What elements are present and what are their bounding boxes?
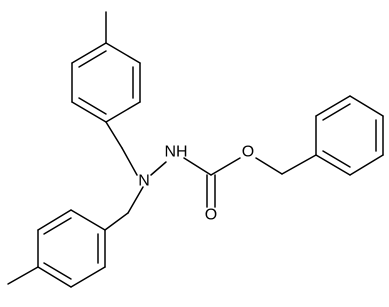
bond-upper-ch2-n <box>121 147 138 176</box>
bond-carbonyl-c-o <box>210 157 241 176</box>
bond-ch2-phenyl <box>281 154 317 175</box>
lower-tolyl-ring <box>37 209 106 288</box>
phenyl-ring <box>315 95 384 176</box>
upper-tolyl-ring <box>71 42 141 123</box>
atom-label-o-ester: O <box>242 144 254 161</box>
atom-label-o-carbonyl: O <box>205 207 217 224</box>
bond-lines <box>7 11 384 288</box>
atom-label-n: N <box>138 173 150 190</box>
bond-n-nh <box>150 161 167 176</box>
bond-lower-ch2 <box>104 212 129 231</box>
bond-lower-methyl <box>7 266 39 285</box>
bond-upper-ch2 <box>105 121 123 149</box>
bond-nh-carbonyl-c <box>183 157 212 176</box>
atom-label-nh: NH <box>164 144 187 161</box>
bond-o-ch2 <box>255 157 283 175</box>
atom-labels: NH N O O <box>138 144 254 224</box>
bond-n-lower-ch2 <box>127 186 144 214</box>
